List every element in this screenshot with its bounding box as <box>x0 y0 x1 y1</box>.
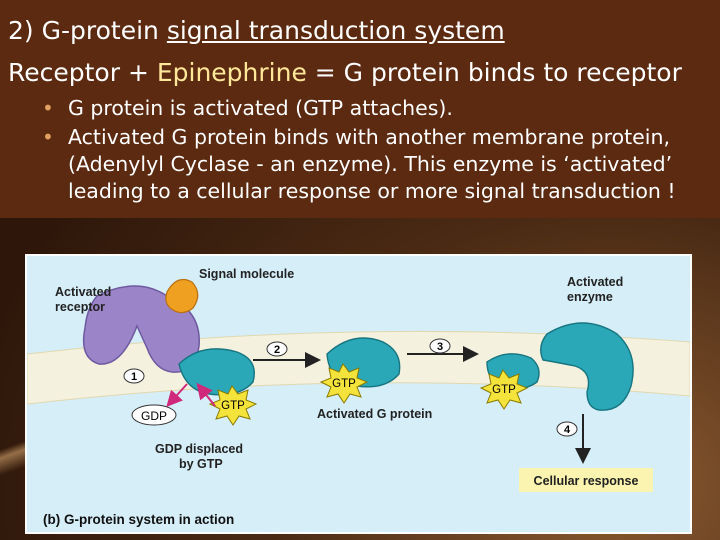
step-1-label: 1 <box>131 371 137 383</box>
bullet-item: • Activated G protein binds with another … <box>38 124 708 205</box>
step-3-label: 3 <box>437 341 443 353</box>
slide-heading: 2) G-protein signal transduction system <box>8 16 505 45</box>
activated-receptor-label-2: receptor <box>55 300 105 314</box>
slide-text-panel: 2) G-protein signal transduction system … <box>0 0 720 218</box>
step-1-badge <box>123 368 145 384</box>
gdp-label: GDP <box>141 409 167 423</box>
bullet-dot-icon: • <box>42 125 54 149</box>
gtp-star-2 <box>319 363 369 404</box>
cellular-response-label: Cellular response <box>534 474 639 488</box>
heading-underlined: signal transduction system <box>166 16 505 45</box>
activated-g-protein-label: Activated G protein <box>317 407 432 421</box>
subheading-part1: Receptor + <box>8 58 157 87</box>
activated-receptor-label-1: Activated <box>55 285 111 299</box>
step-2-label: 2 <box>274 344 280 356</box>
gdp-oval <box>131 404 177 426</box>
gtp-label-1: GTP <box>221 400 245 412</box>
gtp-label-2: GTP <box>332 378 356 390</box>
gtp-in-arrow <box>196 382 216 407</box>
signal-molecule-label: Signal molecule <box>199 267 294 281</box>
step-3-badge <box>429 338 451 354</box>
subheading-highlight: Epinephrine <box>156 58 307 87</box>
step-2-badge <box>266 341 288 357</box>
subheading-part2: = G protein binds to receptor <box>306 58 682 87</box>
bullet-text: G protein is activated (GTP attaches). <box>68 96 453 120</box>
bullet-dot-icon: • <box>42 96 54 120</box>
gdp-displaced-label-1: GDP displaced <box>155 442 243 456</box>
activated-enzyme-label-1: Activated <box>567 275 623 289</box>
heading-prefix: 2) G-protein <box>8 16 167 45</box>
gdp-out-arrow <box>166 383 188 407</box>
figure-caption: (b) G-protein system in action <box>43 512 234 527</box>
signal-molecule-shape <box>165 279 199 314</box>
g-protein-figure: GDP GTP 1 2 GTP 3 GTP 4 Signal mo <box>25 254 692 534</box>
gtp-star-3 <box>479 369 529 410</box>
activated-enzyme-label-2: enzyme <box>567 290 613 304</box>
slide-subheading: Receptor + Epinephrine = G protein binds… <box>8 58 682 87</box>
bullet-item: • G protein is activated (GTP attaches). <box>38 95 708 122</box>
step-4-label: 4 <box>564 424 571 436</box>
gdp-displaced-label-2: by GTP <box>179 457 223 471</box>
activated-enzyme-shape <box>540 322 634 411</box>
step-4-badge <box>556 421 578 437</box>
gtp-label-3: GTP <box>492 384 516 396</box>
cellular-response-box <box>519 468 653 492</box>
bullet-text: Activated G protein binds with another m… <box>68 125 676 203</box>
g-protein-diagram: GDP GTP 1 2 GTP 3 GTP 4 Signal mo <box>26 267 691 527</box>
bullet-list: •G protein is activated (GTP attaches). … <box>38 95 708 207</box>
gtp-star-1 <box>208 385 258 426</box>
